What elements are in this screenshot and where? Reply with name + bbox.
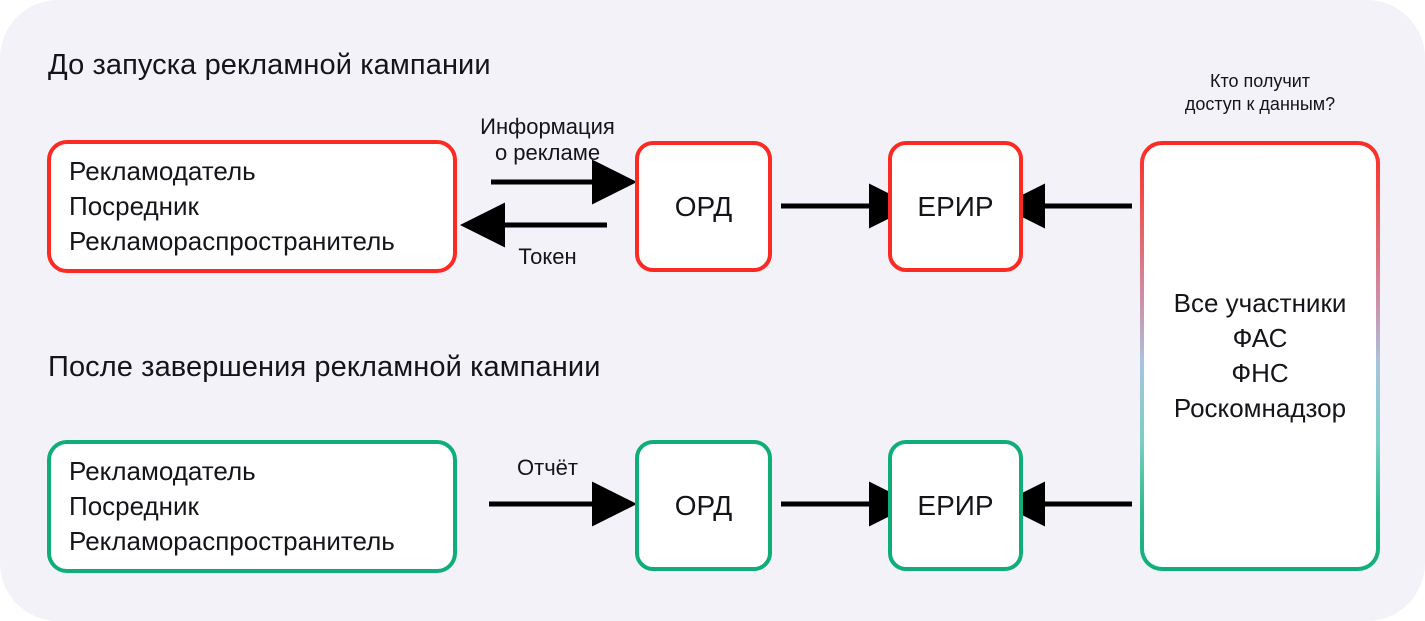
ord-label-after: ОРД [674,489,733,521]
section-title-after: После завершения рекламной кампании [48,351,601,383]
arrow-caption-token: Токен [518,244,577,269]
erir-box-after[interactable]: ЕРИР [888,440,1023,571]
erir-label-after: ЕРИР [917,489,994,521]
ord-label-before: ОРД [674,190,733,222]
erir-box-before[interactable]: ЕРИР [888,141,1023,272]
ord-box-before[interactable]: ОРД [635,141,772,272]
erir-label-before: ЕРИР [917,190,994,222]
arrow-caption-report: Отчёт [517,455,578,480]
ord-box-after[interactable]: ОРД [635,440,772,571]
section-title-before: До запуска рекламной кампании [48,49,491,81]
